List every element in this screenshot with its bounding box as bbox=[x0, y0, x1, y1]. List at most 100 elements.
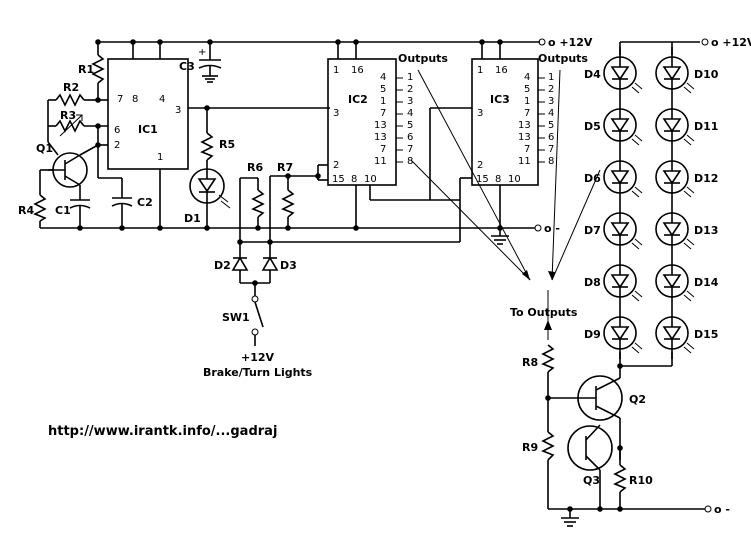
plus12v-right-label: o +12V bbox=[711, 36, 751, 49]
d4-led bbox=[603, 47, 643, 99]
svg-text:16: 16 bbox=[495, 65, 508, 76]
q2-transistor: Q2 bbox=[577, 375, 646, 421]
d15-led bbox=[655, 307, 695, 359]
r3-resistor: R3 bbox=[48, 109, 108, 137]
svg-text:4: 4 bbox=[548, 108, 554, 119]
source-url: http://www.irantk.info/...gadraj bbox=[48, 424, 277, 439]
svg-text:Q1: Q1 bbox=[36, 142, 53, 155]
positive-rail bbox=[98, 38, 709, 46]
svg-text:13: 13 bbox=[374, 132, 387, 143]
svg-text:5: 5 bbox=[380, 84, 386, 95]
svg-text:2: 2 bbox=[548, 84, 554, 95]
d9-led bbox=[603, 307, 643, 359]
svg-text:7: 7 bbox=[117, 94, 123, 105]
svg-text:D14: D14 bbox=[694, 276, 719, 289]
svg-text:2: 2 bbox=[114, 140, 120, 151]
svg-text:R9: R9 bbox=[522, 441, 538, 454]
svg-text:8: 8 bbox=[407, 156, 413, 167]
svg-text:15: 15 bbox=[476, 174, 489, 185]
d5-led bbox=[603, 99, 643, 151]
minus-mid-label: o - bbox=[544, 222, 560, 235]
svg-text:+: + bbox=[198, 47, 206, 58]
to-outputs-label: To Outputs bbox=[510, 306, 578, 319]
svg-text:13: 13 bbox=[374, 120, 387, 131]
junction-dots bbox=[77, 39, 623, 512]
svg-text:1: 1 bbox=[157, 152, 163, 163]
svg-text:D6: D6 bbox=[584, 172, 601, 185]
svg-text:D12: D12 bbox=[694, 172, 718, 185]
svg-text:D2: D2 bbox=[214, 259, 231, 272]
svg-text:3: 3 bbox=[548, 96, 554, 107]
svg-text:10: 10 bbox=[508, 174, 521, 185]
svg-text:C3: C3 bbox=[179, 60, 195, 73]
svg-text:D7: D7 bbox=[584, 224, 601, 237]
sw-supply-label: +12V bbox=[241, 351, 275, 364]
q1-transistor: Q1 bbox=[36, 142, 88, 188]
svg-text:1: 1 bbox=[333, 65, 339, 76]
r4-resistor: R4 bbox=[18, 170, 47, 228]
svg-text:3: 3 bbox=[175, 105, 181, 116]
svg-text:8: 8 bbox=[548, 156, 554, 167]
svg-text:R3: R3 bbox=[60, 109, 76, 122]
ic1-label: IC1 bbox=[138, 123, 158, 136]
q3-transistor: Q3 bbox=[567, 424, 613, 487]
c1-capacitor: C1 bbox=[55, 185, 91, 228]
svg-text:5: 5 bbox=[548, 120, 554, 131]
svg-text:3: 3 bbox=[407, 96, 413, 107]
svg-text:7: 7 bbox=[380, 108, 386, 119]
svg-text:D4: D4 bbox=[584, 68, 601, 81]
svg-text:7: 7 bbox=[380, 144, 386, 155]
svg-text:R4: R4 bbox=[18, 204, 34, 217]
svg-text:6: 6 bbox=[114, 125, 120, 136]
r9-resistor: R9 bbox=[522, 398, 555, 509]
plus12v-top-label: o +12V bbox=[548, 36, 593, 49]
d12-led bbox=[655, 151, 695, 203]
ic1-chip: IC1 7 8 4 3 6 2 1 bbox=[107, 58, 189, 170]
svg-text:6: 6 bbox=[407, 132, 413, 143]
svg-text:10: 10 bbox=[364, 174, 377, 185]
ic2-chip: IC2 1 16 3 2 15 8 10 bbox=[327, 58, 397, 186]
d6-led bbox=[603, 151, 643, 203]
svg-text:C2: C2 bbox=[137, 196, 153, 209]
svg-text:D5: D5 bbox=[584, 120, 601, 133]
svg-text:D13: D13 bbox=[694, 224, 718, 237]
svg-text:D9: D9 bbox=[584, 328, 601, 341]
svg-text:1: 1 bbox=[548, 72, 554, 83]
svg-text:3: 3 bbox=[477, 108, 483, 119]
sw-desc-label: Brake/Turn Lights bbox=[203, 366, 313, 379]
svg-text:5: 5 bbox=[407, 120, 413, 131]
svg-text:4: 4 bbox=[380, 72, 386, 83]
svg-text:7: 7 bbox=[524, 108, 530, 119]
r2-resistor: R2 bbox=[48, 81, 98, 107]
svg-text:R5: R5 bbox=[219, 138, 235, 151]
led-column-left bbox=[603, 47, 643, 359]
c2-capacitor: C2 bbox=[97, 145, 153, 228]
svg-text:D1: D1 bbox=[184, 212, 201, 225]
ic3-outputs: Outputs 4 5 1 7 13 13 7 11 1 2 3 4 5 6 7… bbox=[518, 52, 588, 167]
r7-resistor: R7 bbox=[277, 161, 295, 228]
svg-text:8: 8 bbox=[495, 174, 501, 185]
d13-led bbox=[655, 203, 695, 255]
svg-text:D8: D8 bbox=[584, 276, 601, 289]
svg-text:15: 15 bbox=[332, 174, 345, 185]
d1-led: D1 bbox=[184, 160, 231, 228]
svg-text:R6: R6 bbox=[247, 161, 263, 174]
r6-resistor: R6 bbox=[247, 161, 265, 228]
led-column-right bbox=[655, 47, 695, 359]
d7-led bbox=[603, 203, 643, 255]
svg-text:R7: R7 bbox=[277, 161, 293, 174]
r5-resistor: R5 bbox=[200, 108, 235, 161]
ic2-label: IC2 bbox=[348, 93, 368, 106]
svg-text:13: 13 bbox=[518, 120, 531, 131]
svg-text:D3: D3 bbox=[280, 259, 297, 272]
svg-text:2: 2 bbox=[477, 160, 483, 171]
d3-diode: D3 bbox=[261, 242, 297, 283]
svg-text:1: 1 bbox=[380, 96, 386, 107]
r1-resistor: R1 bbox=[78, 42, 105, 100]
svg-text:8: 8 bbox=[351, 174, 357, 185]
svg-text:R8: R8 bbox=[522, 356, 538, 369]
svg-text:D15: D15 bbox=[694, 328, 718, 341]
svg-text:Q2: Q2 bbox=[629, 393, 646, 406]
svg-text:R1: R1 bbox=[78, 63, 94, 76]
